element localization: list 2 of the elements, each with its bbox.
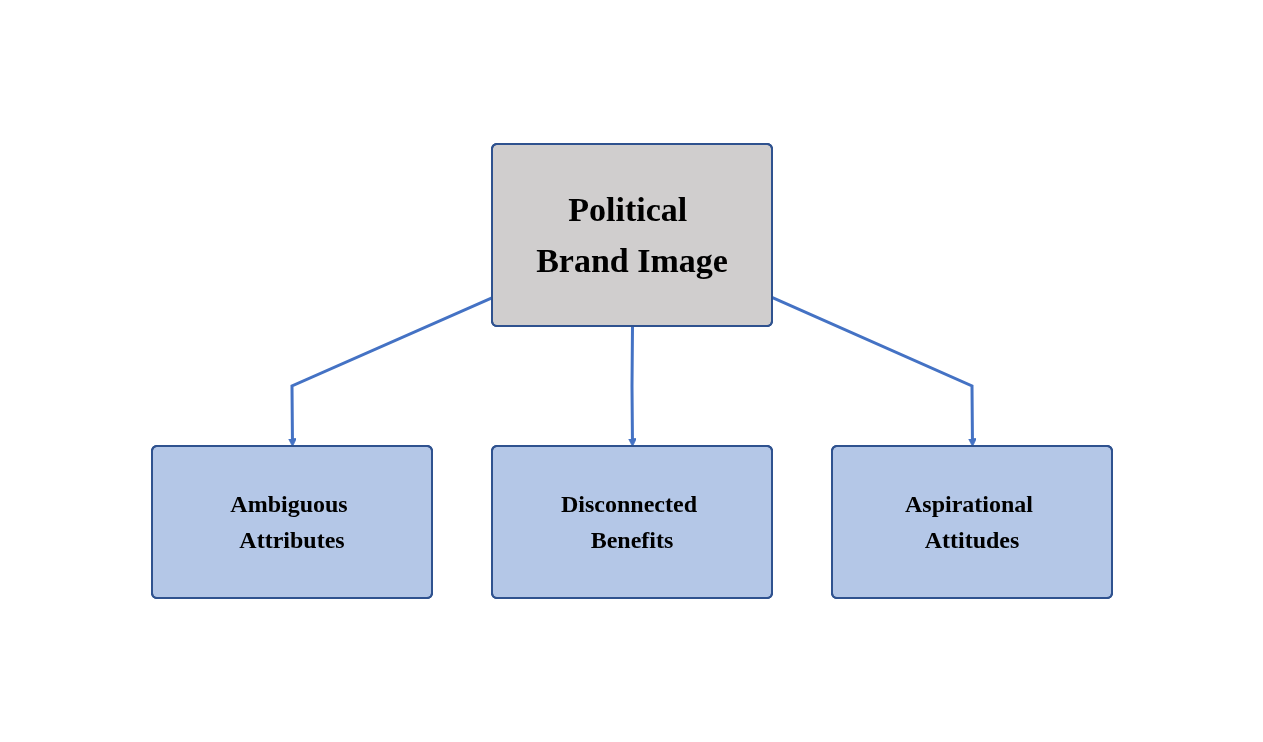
arrow bbox=[627, 326, 637, 447]
arrow bbox=[771, 296, 977, 447]
